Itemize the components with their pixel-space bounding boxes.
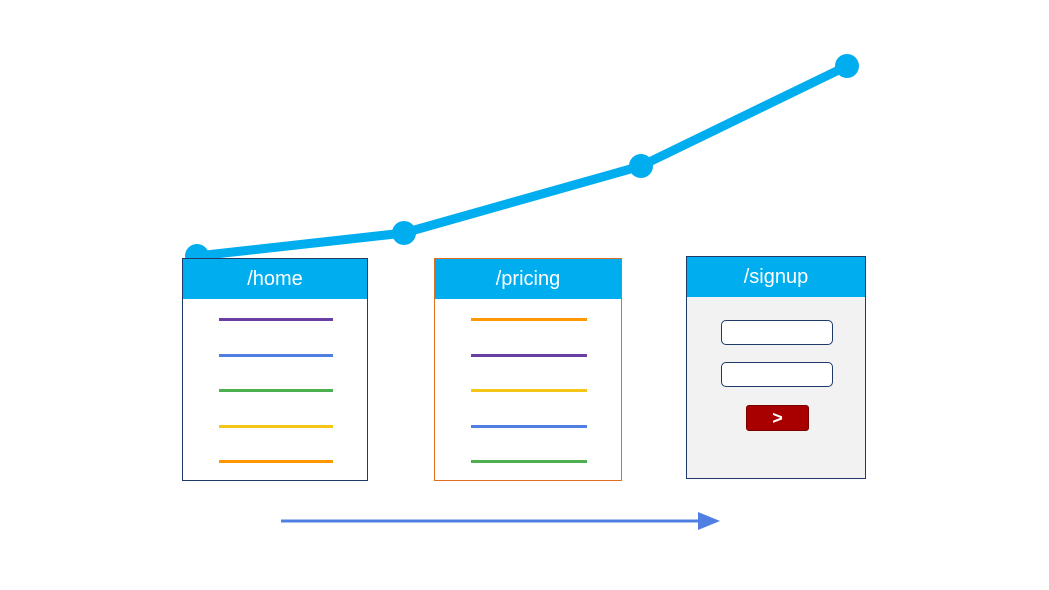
content-line — [471, 460, 587, 463]
page-card-home: /home — [182, 258, 368, 481]
page-title-pricing: /pricing — [435, 259, 621, 299]
trend-point — [629, 154, 653, 178]
flow-arrow-head — [698, 512, 720, 530]
content-line — [471, 389, 587, 392]
trend-line — [192, 61, 852, 261]
content-line — [219, 425, 333, 428]
content-line — [471, 354, 587, 357]
content-line — [219, 318, 333, 321]
trend-point — [835, 54, 859, 78]
content-line — [219, 354, 333, 357]
page-title-home: /home — [183, 259, 367, 299]
signup-text-field[interactable] — [721, 320, 833, 345]
trend-point — [392, 221, 416, 245]
page-card-pricing: /pricing — [434, 258, 622, 481]
page-title-signup: /signup — [687, 257, 865, 297]
signup-text-field[interactable] — [721, 362, 833, 387]
content-line — [471, 318, 587, 321]
content-line — [219, 460, 333, 463]
content-line — [219, 389, 333, 392]
content-line — [471, 425, 587, 428]
trend-points — [185, 54, 859, 268]
submit-button[interactable]: > — [746, 405, 809, 431]
page-card-signup: /signup > — [686, 256, 866, 479]
